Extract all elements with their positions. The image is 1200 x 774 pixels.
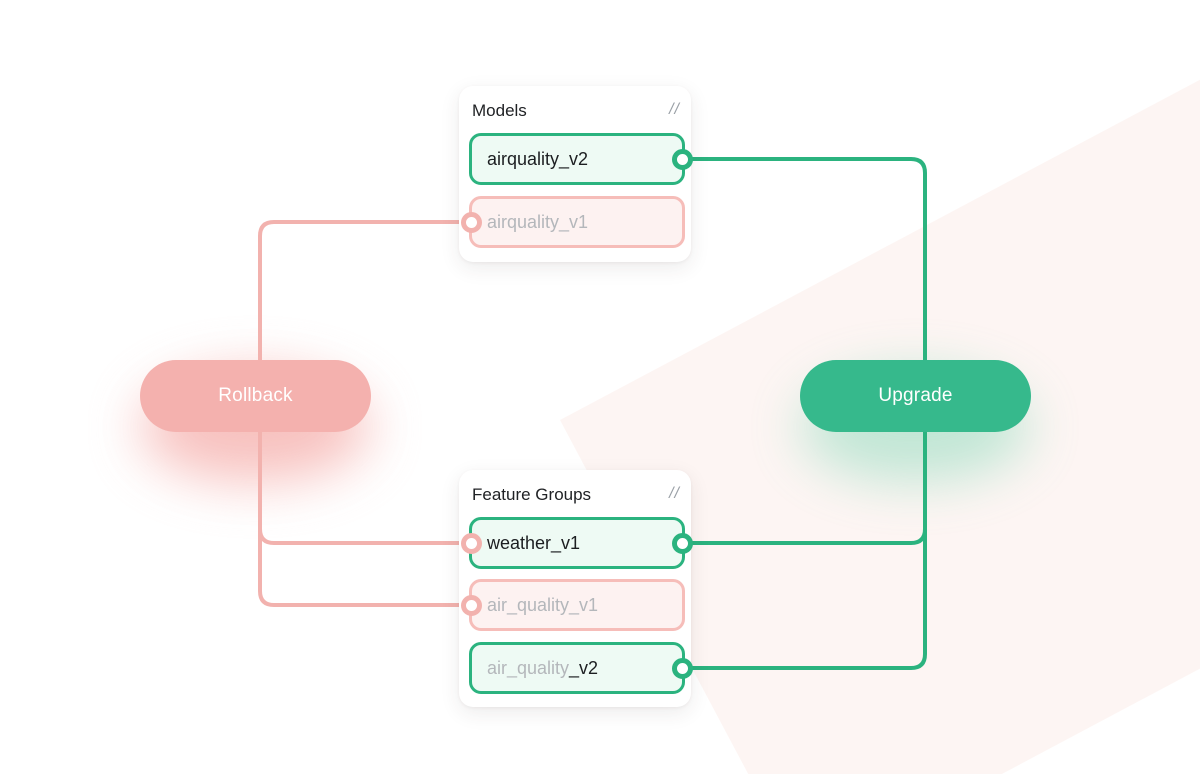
row-air-quality-v1[interactable]: air_quality_v1 xyxy=(461,579,685,631)
panel-models: Models // airquality_v2 airquality_v1 xyxy=(459,86,693,262)
port-airquality-v1-input[interactable] xyxy=(461,211,482,233)
edge-upgrade-weather-v1 xyxy=(689,428,927,545)
row-airquality-v2[interactable]: airquality_v2 xyxy=(469,133,693,185)
edge-rollback-airquality-v1 xyxy=(258,220,461,364)
port-weather-v1-input[interactable] xyxy=(461,532,482,554)
port-air-quality-v1-input[interactable] xyxy=(461,594,482,616)
panel-feature-groups-header: Feature Groups // xyxy=(472,482,680,506)
row-airquality-v2-label: airquality_v2 xyxy=(487,148,589,169)
row-air-quality-v2-label-typed: air_quality xyxy=(487,657,570,678)
port-weather-v1-output[interactable] xyxy=(672,532,693,554)
edge-rollback-weather-v1 xyxy=(258,428,461,545)
row-weather-v1-label: weather_v1 xyxy=(487,532,581,553)
edge-upgrade-air-quality-v2 xyxy=(689,428,927,670)
row-air-quality-v2-label-cursor: _v2 xyxy=(569,657,599,678)
row-airquality-v1[interactable]: airquality_v1 xyxy=(461,196,685,248)
upgrade-button-label: Upgrade xyxy=(878,385,953,406)
rollback-button[interactable]: Rollback xyxy=(140,360,371,432)
panel-feature-groups: Feature Groups // weather_v1 air_quality… xyxy=(459,470,693,707)
edge-upgrade-airquality-v2 xyxy=(689,157,927,364)
panel-models-menu-icon[interactable]: // xyxy=(669,101,680,118)
panel-models-header: Models // xyxy=(472,98,680,122)
panel-feature-groups-menu-icon[interactable]: // xyxy=(669,485,680,502)
row-airquality-v1-label: airquality_v1 xyxy=(487,211,589,232)
edge-rollback-air-quality-v1 xyxy=(258,428,461,607)
panel-feature-groups-title: Feature Groups xyxy=(472,484,592,504)
port-airquality-v2-output[interactable] xyxy=(672,148,693,170)
row-weather-v1[interactable]: weather_v1 xyxy=(461,517,693,569)
port-air-quality-v2-output[interactable] xyxy=(672,657,693,679)
row-air-quality-v2[interactable]: air_quality_v2 xyxy=(469,642,693,694)
rollback-button-label: Rollback xyxy=(218,385,293,406)
upgrade-button[interactable]: Upgrade xyxy=(800,360,1031,432)
panel-models-title: Models xyxy=(472,100,527,120)
row-air-quality-v1-label: air_quality_v1 xyxy=(487,594,599,615)
